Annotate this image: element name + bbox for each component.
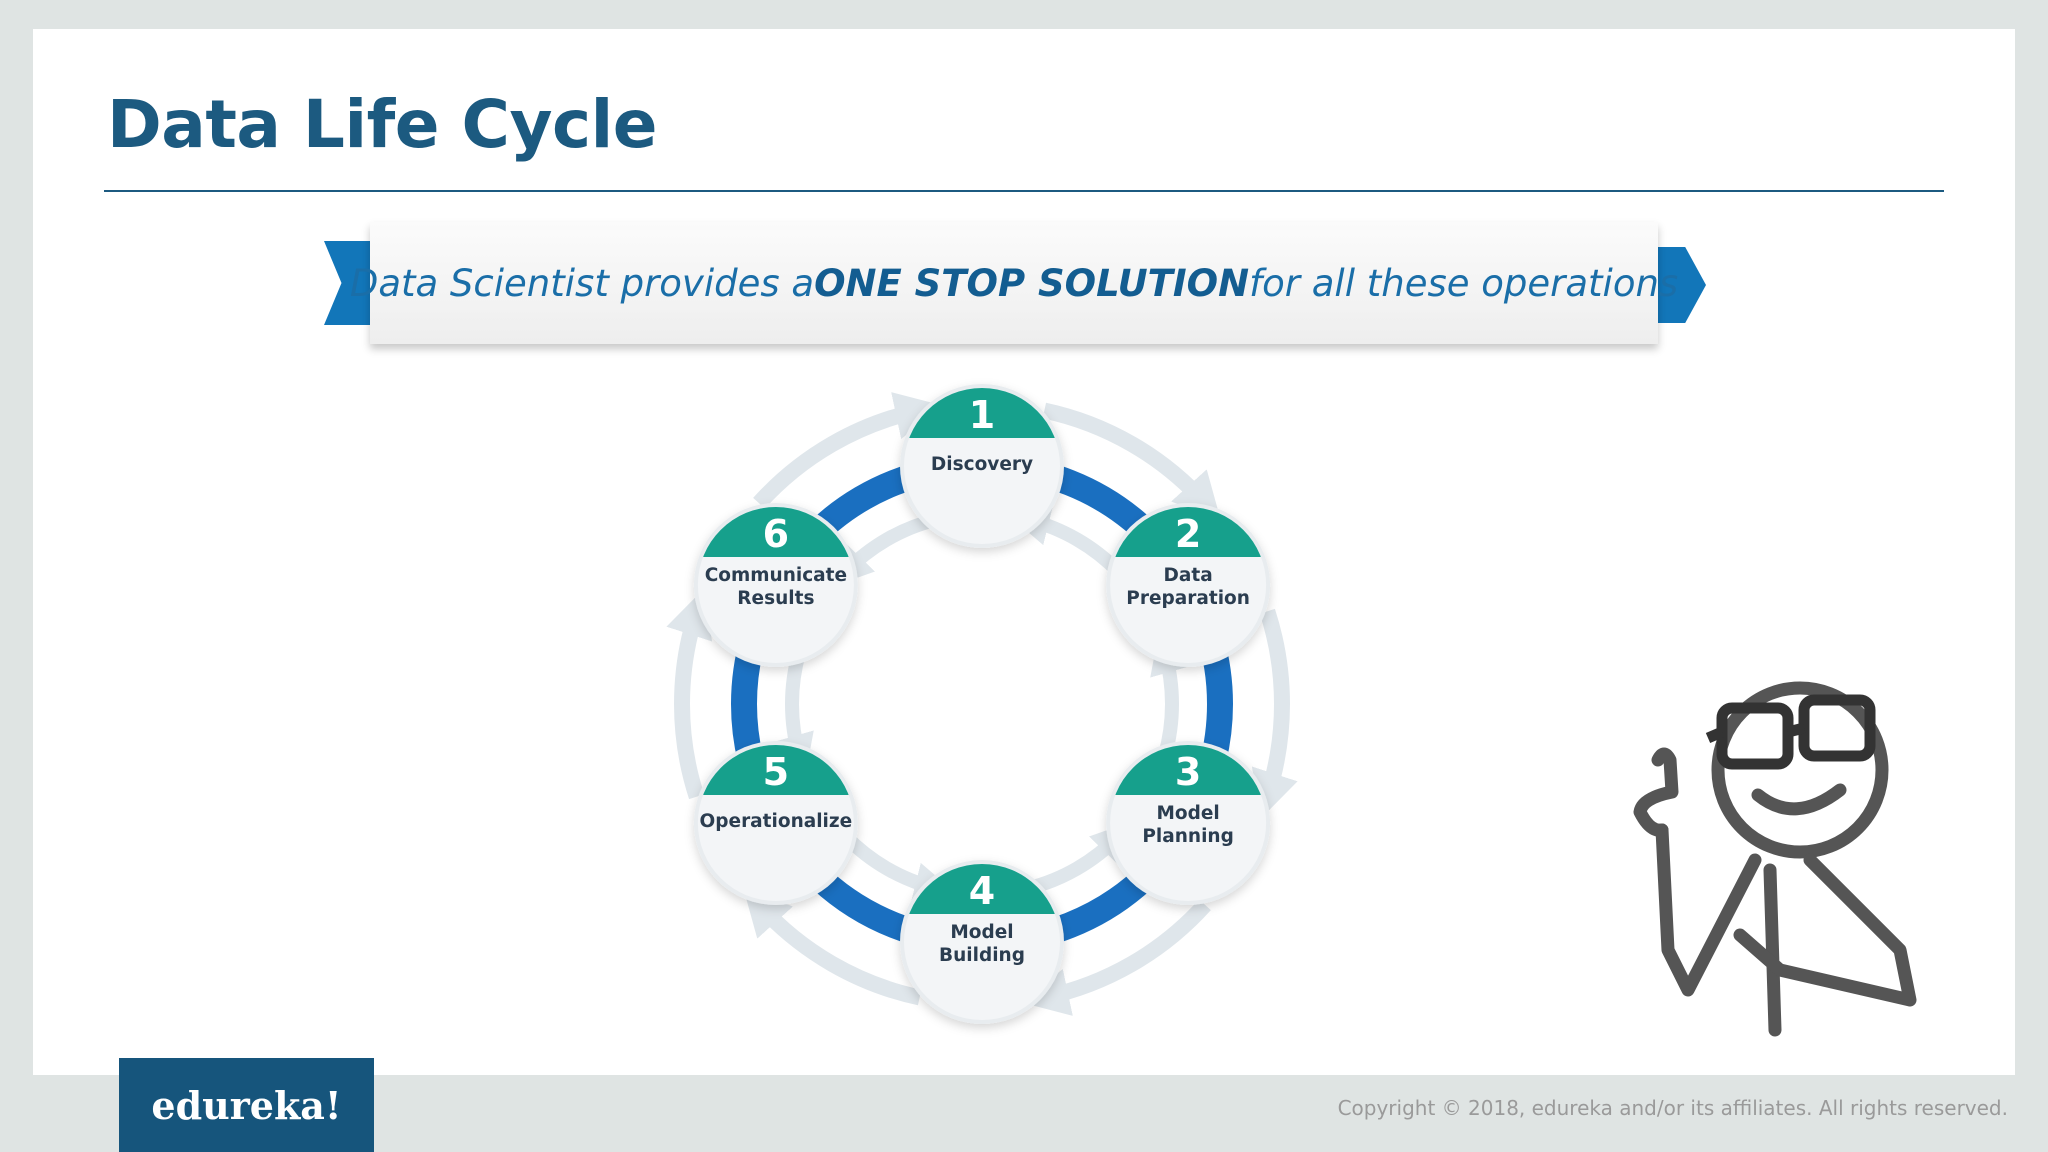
figure-body-right: [1763, 863, 1782, 1037]
cycle-arrow-forward: [753, 392, 944, 509]
banner-emphasis: ONE STOP SOLUTION: [814, 261, 1250, 305]
cycle-node-label: Building: [939, 945, 1025, 966]
cycle-node-label: Preparation: [1126, 588, 1250, 609]
cycle-node-number: 3: [1175, 750, 1201, 794]
cycle-node-label: Data: [1164, 565, 1213, 586]
figure-body-left: [1655, 823, 1762, 997]
figure-smile: [1751, 783, 1847, 816]
page-title: Data Life Cycle: [107, 86, 658, 163]
cycle-arrow-forward: [1251, 608, 1298, 820]
cycle-node-number: 1: [969, 393, 995, 437]
figure-arm: [1733, 853, 1917, 1007]
cycle-node-label: Communicate: [705, 565, 847, 586]
edureka-logo: edureka!: [119, 1058, 374, 1152]
cycle-node-number: 2: [1175, 512, 1201, 556]
cycle-arrow-forward: [1042, 402, 1222, 522]
title-divider: [104, 190, 1944, 192]
cycle-node-number: 5: [763, 750, 789, 794]
banner-prefix: Data Scientist provides a: [349, 261, 815, 305]
cycle-arrow-forward: [666, 588, 713, 800]
cycle-node-label: Model: [1156, 803, 1219, 824]
cycle-node-label: Discovery: [931, 454, 1033, 475]
cycle-node-label: Results: [737, 588, 814, 609]
cycle-arrow-forward: [1020, 899, 1211, 1016]
banner: Data Scientist provides a ONE STOP SOLUT…: [350, 222, 1678, 344]
cycle-node-label: Model: [950, 922, 1013, 943]
copyright-text: Copyright © 2018, edureka and/or its aff…: [1337, 1096, 2008, 1120]
cycle-node-label: Planning: [1142, 826, 1233, 847]
cycle-node-label: Operationalize: [700, 811, 853, 832]
cycle-arrow-forward: [742, 886, 922, 1006]
figure-head: [1711, 681, 1889, 859]
figure-thumb: [1633, 747, 1679, 837]
banner-suffix: for all these operations: [1249, 261, 1679, 305]
glasses-icon: [1705, 694, 1876, 770]
cycle-node-number: 6: [763, 512, 789, 556]
cycle-node-number: 4: [969, 869, 995, 913]
